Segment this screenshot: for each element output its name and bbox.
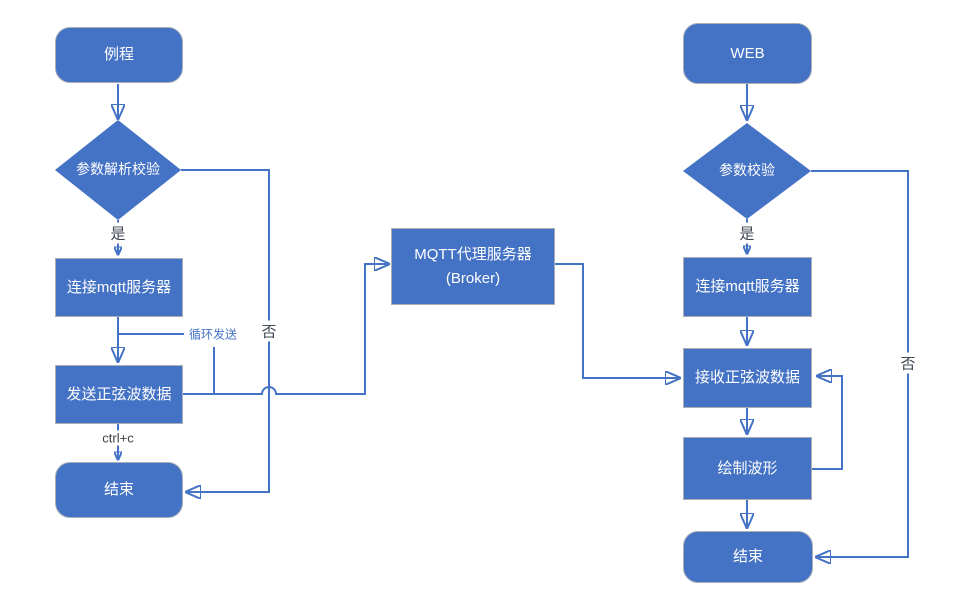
edge-left-send-to-broker xyxy=(183,264,388,395)
process-node-right-receive: 接收正弦波数据 xyxy=(683,348,812,408)
edge-label-yes-right: 是 xyxy=(736,222,758,244)
broker-label-line1: MQTT代理服务器 xyxy=(414,246,532,264)
end-node-right-label: 结束 xyxy=(732,548,763,566)
edge-label-no-right: 否 xyxy=(897,352,919,374)
start-node-right-label: WEB xyxy=(730,44,765,62)
process-node-left-send-label: 发送正弦波数据 xyxy=(66,385,172,403)
end-node-right: 结束 xyxy=(683,531,813,583)
decision-node-left: 参数解析校验 xyxy=(55,120,181,220)
process-node-right-draw-label: 绘制波形 xyxy=(717,459,778,477)
process-node-left-connect: 连接mqtt服务器 xyxy=(55,258,183,317)
process-node-broker: MQTT代理服务器 (Broker) xyxy=(391,228,555,305)
edge-broker-to-receive xyxy=(555,263,679,378)
process-node-right-receive-label: 接收正弦波数据 xyxy=(694,369,800,387)
edge-right-draw-loop-to-receive xyxy=(812,376,843,470)
decision-node-left-label: 参数解析校验 xyxy=(76,161,160,178)
process-node-right-draw: 绘制波形 xyxy=(683,437,812,500)
start-node-left: 例程 xyxy=(55,27,183,83)
process-node-broker-label: MQTT代理服务器 (Broker) xyxy=(414,243,532,290)
start-node-right: WEB xyxy=(683,23,812,84)
edge-label-ctrl-c: ctrl+c xyxy=(99,430,137,446)
process-node-right-connect: 连接mqtt服务器 xyxy=(683,257,812,317)
edge-label-no-left: 否 xyxy=(258,320,280,342)
broker-label-line2: (Broker) xyxy=(445,269,501,287)
edge-label-loop-send: 循环发送 xyxy=(186,325,241,343)
process-node-left-connect-label: 连接mqtt服务器 xyxy=(66,278,172,296)
end-node-left: 结束 xyxy=(55,462,183,518)
end-node-left-label: 结束 xyxy=(103,481,134,499)
decision-node-right: 参数校验 xyxy=(683,123,811,219)
process-node-left-send: 发送正弦波数据 xyxy=(55,365,183,424)
start-node-left-label: 例程 xyxy=(103,46,134,64)
edge-label-yes-left: 是 xyxy=(107,222,129,244)
decision-node-right-label: 参数校验 xyxy=(719,162,775,179)
edge-right-decision-no-to-end xyxy=(811,170,909,557)
process-node-right-connect-label: 连接mqtt服务器 xyxy=(695,278,800,296)
